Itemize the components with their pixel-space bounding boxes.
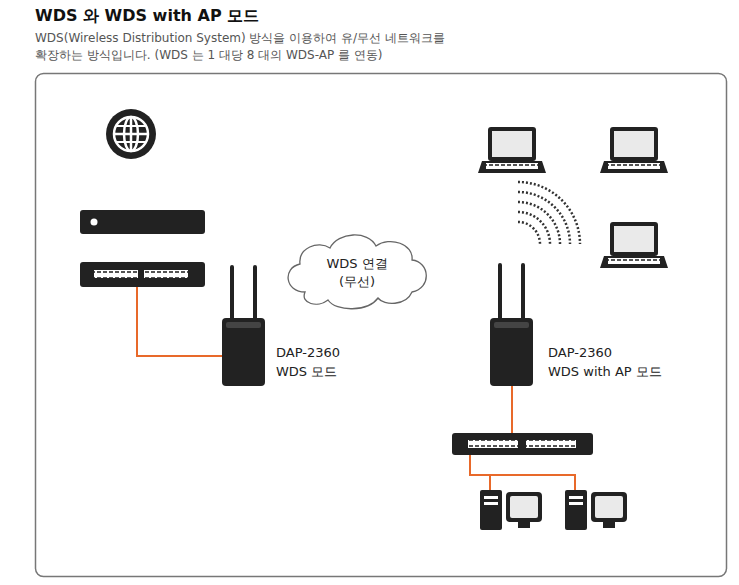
cloud-label: WDS 연결 (무선) — [321, 255, 393, 291]
node-text: DAP-2360 — [548, 343, 662, 362]
node-text: WDS 연결 (무선) — [321, 255, 393, 291]
node-text: WDS 모드 — [276, 362, 340, 381]
node-text: WDS with AP 모드 — [548, 362, 662, 381]
node-text: DAP-2360 — [276, 343, 340, 362]
page-caption: WDS(Wireless Distribution System) 방식을 이용… — [35, 30, 455, 64]
page-title: WDS 와 WDS with AP 모드 — [35, 6, 259, 27]
device-label: DAP-2360WDS 모드 — [276, 343, 340, 381]
device-label: DAP-2360WDS with AP 모드 — [548, 343, 662, 381]
